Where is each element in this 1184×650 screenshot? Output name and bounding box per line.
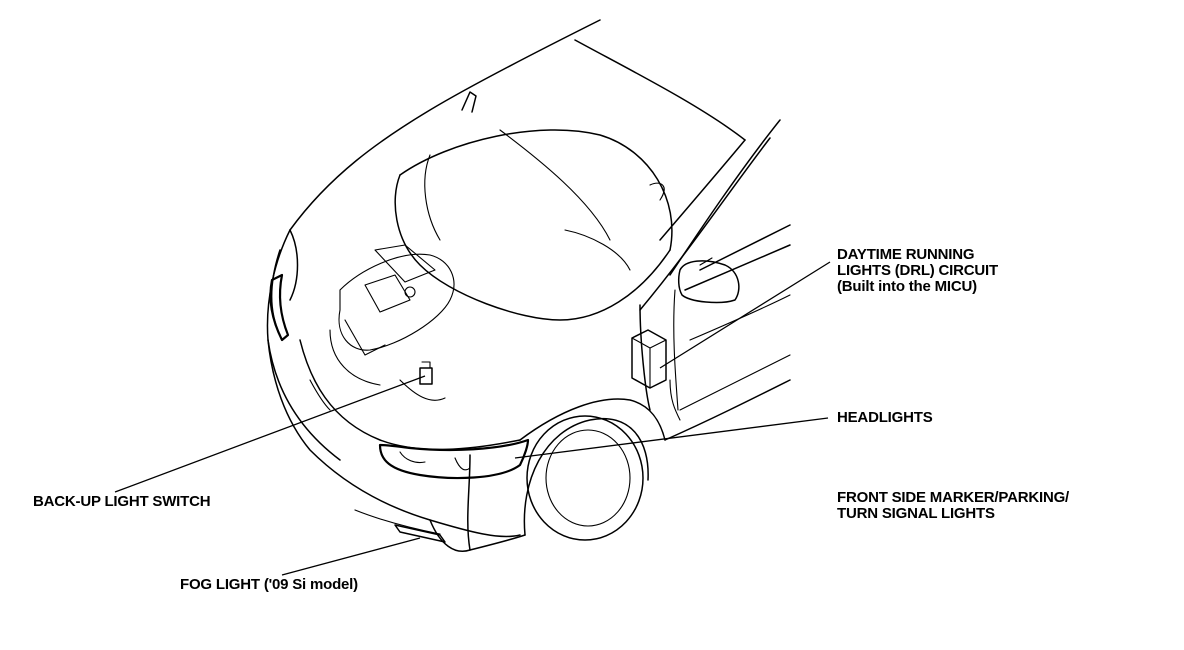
fog-light-label: FOG LIGHT ('09 Si model)	[180, 577, 358, 593]
headlights-label-text: HEADLIGHTS	[837, 409, 933, 426]
headlights-leader-line	[514, 417, 829, 459]
leader-lines	[114, 261, 831, 576]
front-side-marker-label: FRONT SIDE MARKER/PARKING/ TURN SIGNAL L…	[837, 490, 1069, 522]
headlights-label: HEADLIGHTS	[837, 410, 933, 426]
backup-light-switch-label: BACK-UP LIGHT SWITCH	[33, 493, 211, 510]
drl-circuit-label: DAYTIME RUNNING LIGHTS (DRL) CIRCUIT (Bu…	[837, 247, 998, 295]
drl-label-line-3: (Built into the MICU)	[837, 278, 977, 295]
fog-light-leader-line	[281, 537, 421, 576]
front-side-marker-line-2: TURN SIGNAL LIGHTS	[837, 505, 995, 522]
backup-light-switch-text: BACK-UP LIGHT SWITCH	[33, 493, 211, 510]
backup-switch-leader-line	[114, 375, 426, 493]
drl-leader-line	[659, 261, 831, 369]
fog-light-text: FOG LIGHT ('09 Si model)	[180, 576, 358, 593]
front-side-marker-line-1: FRONT SIDE MARKER/PARKING/	[837, 489, 1070, 506]
car-body-outline	[266, 19, 791, 552]
drl-label-line-1: DAYTIME RUNNING	[837, 246, 975, 263]
drl-label-line-2: LIGHTS (DRL) CIRCUIT	[837, 262, 998, 279]
